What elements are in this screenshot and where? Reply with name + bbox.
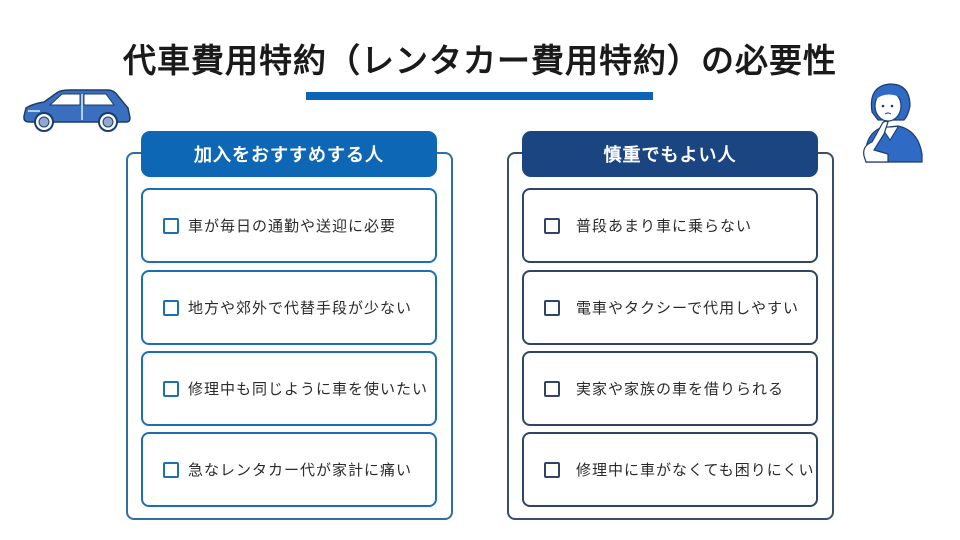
- item-label: 実家や家族の車を借りられる: [576, 380, 785, 398]
- checkbox[interactable]: [163, 461, 179, 478]
- cautious-item[interactable]: 電車やタクシーで代用しやすい: [522, 270, 818, 345]
- recommended-panel-header: 加入をおすすめする人: [141, 131, 437, 177]
- car-icon: [23, 89, 131, 132]
- title-underline: [306, 92, 653, 100]
- item-label: 車が毎日の通勤や送迎に必要: [188, 217, 397, 235]
- cautious-item[interactable]: 普段あまり車に乗らない: [522, 188, 818, 263]
- item-label: 地方や郊外で代替手段が少ない: [188, 299, 413, 317]
- recommended-item[interactable]: 車が毎日の通勤や送迎に必要: [141, 188, 437, 263]
- cautious-item[interactable]: 修理中に車がなくても困りにくい: [522, 432, 818, 507]
- cautious-item[interactable]: 実家や家族の車を借りられる: [522, 351, 818, 426]
- item-label: 修理中も同じように車を使いたい: [188, 380, 429, 398]
- item-label: 普段あまり車に乗らない: [576, 217, 753, 235]
- item-label: 修理中に車がなくても困りにくい: [576, 461, 815, 479]
- recommended-item[interactable]: 地方や郊外で代替手段が少ない: [141, 270, 437, 345]
- checkbox[interactable]: [163, 299, 179, 316]
- thinking-person-icon: [863, 83, 923, 163]
- page-title: 代車費用特約（レンタカー費用特約）の必要性: [123, 41, 837, 80]
- checkbox[interactable]: [544, 299, 560, 316]
- cautious-panel-header: 慎重でもよい人: [522, 131, 818, 177]
- checkbox[interactable]: [163, 380, 179, 397]
- checkbox[interactable]: [163, 217, 179, 234]
- item-label: 急なレンタカー代が家計に痛い: [188, 461, 413, 479]
- recommended-item[interactable]: 修理中も同じように車を使いたい: [141, 351, 437, 426]
- checkbox[interactable]: [544, 461, 560, 478]
- checkbox[interactable]: [544, 217, 560, 234]
- checkbox[interactable]: [544, 380, 560, 397]
- item-label: 電車やタクシーで代用しやすい: [576, 299, 799, 317]
- recommended-item[interactable]: 急なレンタカー代が家計に痛い: [141, 432, 437, 507]
